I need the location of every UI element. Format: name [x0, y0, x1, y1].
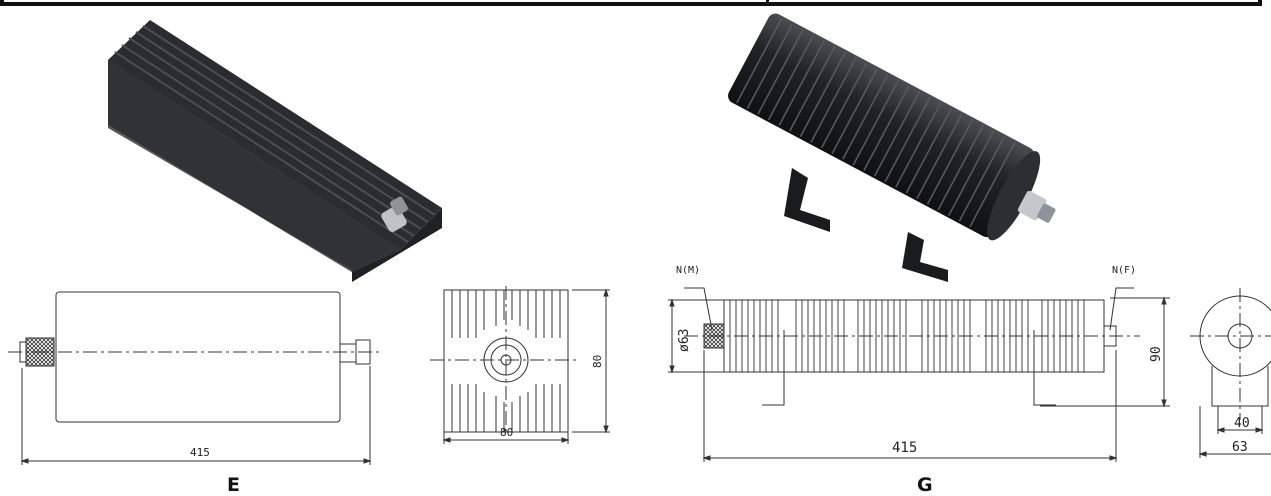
caption-g: G: [917, 474, 933, 496]
dim-g-overall-width: 63: [1232, 440, 1248, 455]
frame-divider: [766, 0, 769, 6]
photo-g-cylinder: [728, 13, 1056, 282]
dim-e-width: 80: [500, 426, 513, 439]
drawing-e-side-view: [8, 291, 380, 465]
drawing-e-end-view: [430, 286, 610, 444]
photo-e-heatsink: [108, 20, 442, 282]
drawing-g-end-view: [1190, 288, 1271, 458]
dim-e-height: 80: [591, 355, 604, 368]
drawing-g-side-view: [668, 287, 1170, 462]
dim-g-diameter: ø63: [677, 329, 692, 352]
top-frame-border: [0, 0, 1262, 6]
dim-g-bracket-width: 40: [1234, 416, 1250, 431]
dim-g-height: 90: [1149, 346, 1164, 362]
label-g-left-connector: N(M): [676, 265, 700, 276]
dim-g-length: 415: [892, 440, 917, 456]
label-g-right-connector: N(F): [1112, 265, 1136, 276]
caption-e: E: [227, 474, 240, 496]
dim-e-length: 415: [190, 446, 210, 459]
